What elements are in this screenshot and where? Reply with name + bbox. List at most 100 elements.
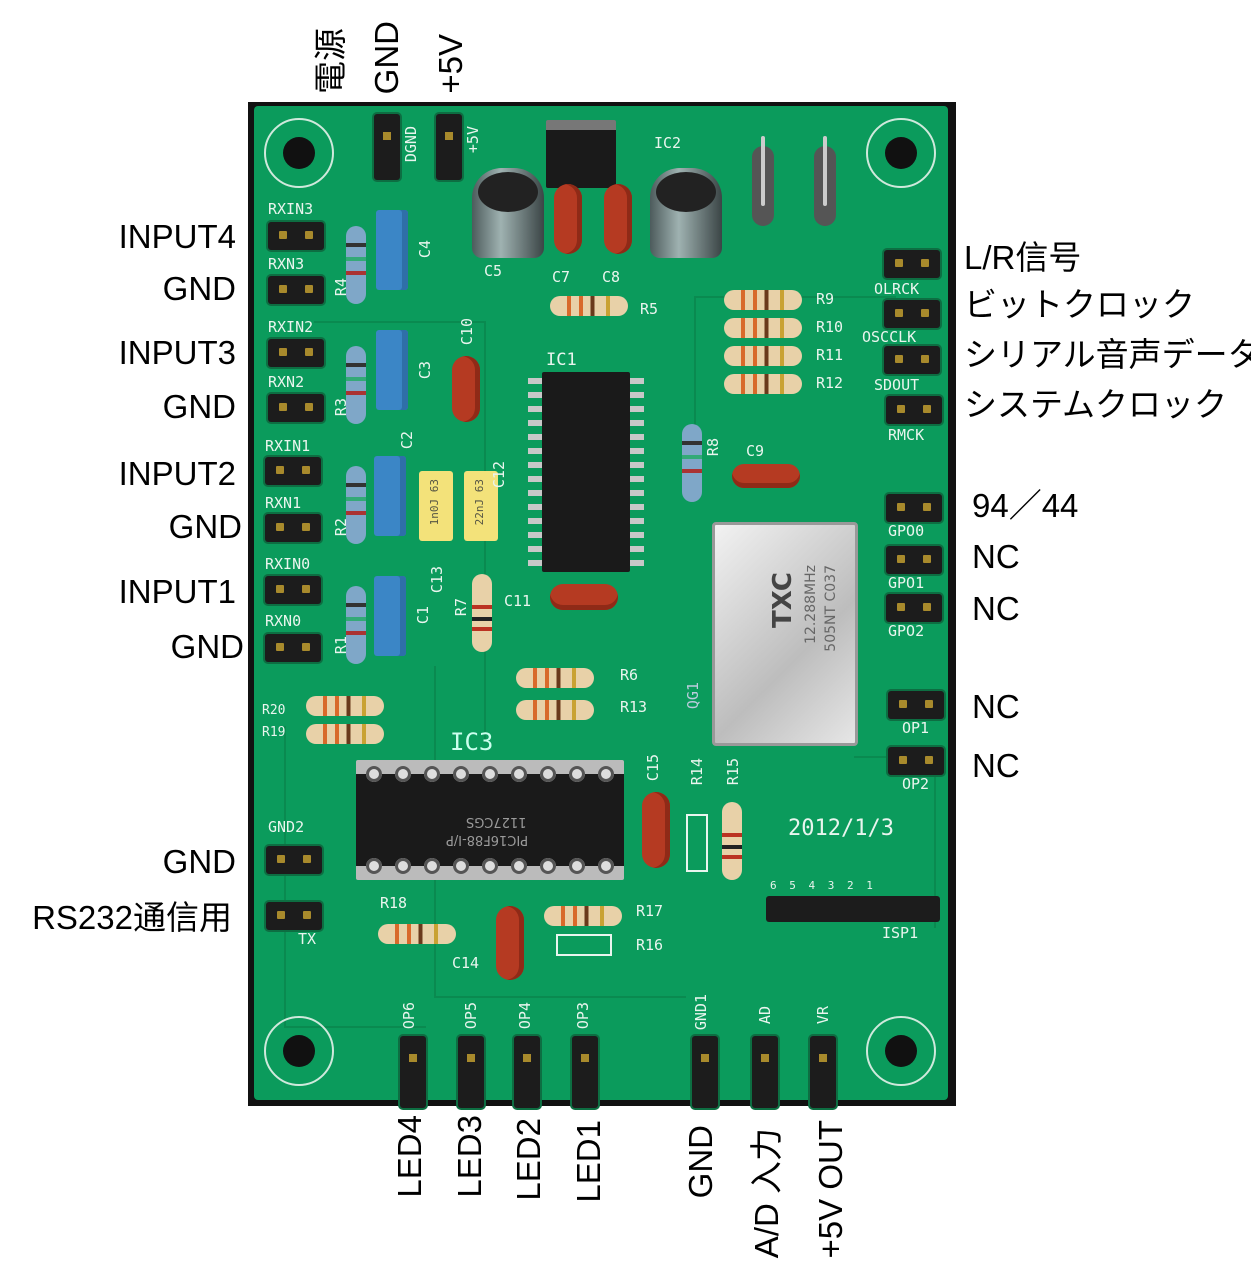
silk-c10: C10 [458, 318, 476, 346]
silk-r16: R16 [636, 936, 664, 954]
resistor-r12 [724, 374, 802, 394]
ic1-pin [630, 518, 644, 524]
silk-rxin3: RXIN3 [268, 200, 314, 218]
silk-op5: OP5 [462, 1002, 480, 1030]
capacitor-c11 [550, 584, 618, 610]
crystal-oscillator: TXC 12.288MHz 505NT C037 [712, 522, 858, 746]
header-rxin3[interactable] [268, 222, 324, 250]
silk-c11: C11 [504, 592, 532, 610]
header-op2[interactable] [888, 747, 944, 775]
label-94-44: 94／44 [972, 487, 1079, 524]
silk-r18: R18 [380, 894, 408, 912]
ic1-pin [528, 462, 542, 468]
silk-op3: OP3 [574, 1002, 592, 1030]
silk-op1: OP1 [902, 719, 930, 737]
header-gnd2[interactable] [266, 846, 322, 874]
header-op1[interactable] [888, 691, 944, 719]
header-rxn2[interactable] [268, 394, 324, 422]
header-gpo2[interactable] [886, 594, 942, 622]
silk-c5: C5 [484, 262, 503, 280]
label-gnd-top: GND [368, 20, 405, 94]
ic1-pin [528, 476, 542, 482]
header-gnd1[interactable] [692, 1036, 718, 1108]
silk-rxn1: RXN1 [265, 494, 302, 512]
ic3-pin [366, 766, 382, 782]
silk-c12: C12 [490, 461, 508, 489]
silk-tx: TX [298, 930, 317, 948]
ic1-pin [630, 560, 644, 566]
resistor-r4 [346, 226, 366, 304]
label-rs232: RS232通信用 [32, 899, 232, 936]
silk-rxin1: RXIN1 [265, 437, 311, 455]
header-olrck[interactable] [884, 250, 940, 278]
silk-r6: R6 [620, 666, 639, 684]
header-rxin1[interactable] [265, 457, 321, 485]
resistor-r11 [724, 346, 802, 366]
capacitor-c15 [642, 792, 670, 868]
resistor-r20 [306, 696, 384, 716]
pcb-trace [284, 726, 426, 1028]
ic3-pin [424, 858, 440, 874]
label-gnd-rs232: GND [162, 843, 236, 880]
silk-r7: R7 [452, 598, 470, 617]
silk-r10: R10 [816, 318, 844, 336]
silk-dgnd: DGND [402, 126, 420, 163]
ic3-pin [453, 858, 469, 874]
silk-gpo0: GPO0 [888, 522, 925, 540]
header-ad[interactable] [752, 1036, 778, 1108]
ic1-pin [528, 392, 542, 398]
ic1-pin [630, 392, 644, 398]
ic3-pin [540, 766, 556, 782]
header-dgnd[interactable] [374, 114, 400, 180]
mounting-hole [866, 1016, 936, 1086]
silk-op6: OP6 [400, 1002, 418, 1030]
silk-5v: +5V [464, 126, 482, 154]
ic3-pin [482, 858, 498, 874]
silk-gpo2: GPO2 [888, 622, 925, 640]
silk-r14: R14 [688, 758, 706, 786]
ic1-chip [542, 372, 630, 572]
mounting-hole [866, 118, 936, 188]
capacitor-c3 [376, 330, 408, 410]
header-rxin2[interactable] [268, 339, 324, 367]
silk-oscclk: OSCCLK [862, 328, 917, 346]
header-sdout[interactable] [884, 346, 940, 374]
header-rxin0[interactable] [265, 576, 321, 604]
header-rmck[interactable] [886, 396, 942, 424]
header-gpo1[interactable] [886, 546, 942, 574]
header-rxn1[interactable] [265, 514, 321, 542]
ic1-pin [528, 490, 542, 496]
header-oscclk[interactable] [884, 300, 940, 328]
header-gpo0[interactable] [886, 494, 942, 522]
header-rxn0[interactable] [265, 634, 321, 662]
regulator-ic2 [546, 120, 616, 188]
silk-r2: R2 [332, 518, 350, 537]
label-input2: INPUT2 [118, 455, 236, 492]
header-vr[interactable] [810, 1036, 836, 1108]
resistor-r2 [346, 466, 366, 544]
label-led4: LED4 [391, 1115, 428, 1198]
header-op3[interactable] [572, 1036, 598, 1108]
resistor-r15 [722, 802, 742, 880]
header-tx[interactable] [266, 902, 322, 930]
ic1-pin [630, 476, 644, 482]
header-5v[interactable] [436, 114, 462, 180]
label-bit-clock: ビットクロック [964, 286, 1195, 323]
header-isp1[interactable] [766, 896, 940, 922]
ic1-pin [630, 420, 644, 426]
header-rxn3[interactable] [268, 276, 324, 304]
header-op6[interactable] [400, 1036, 426, 1108]
ic1-pin [630, 434, 644, 440]
ic1-pin [528, 378, 542, 384]
ic3-pin [569, 766, 585, 782]
label-system-clock: システムクロック [964, 386, 1228, 423]
film-cap-marking: 1n0J 63 [428, 479, 441, 526]
ic3-pin [424, 766, 440, 782]
silk-op4: OP4 [516, 1002, 534, 1030]
silk-vr: VR [814, 1006, 832, 1025]
ic1-pin [630, 532, 644, 538]
header-op5[interactable] [458, 1036, 484, 1108]
header-op4[interactable] [514, 1036, 540, 1108]
film-cap-marking: 22nJ 63 [473, 479, 486, 526]
silk-sdout: SDOUT [874, 376, 920, 394]
